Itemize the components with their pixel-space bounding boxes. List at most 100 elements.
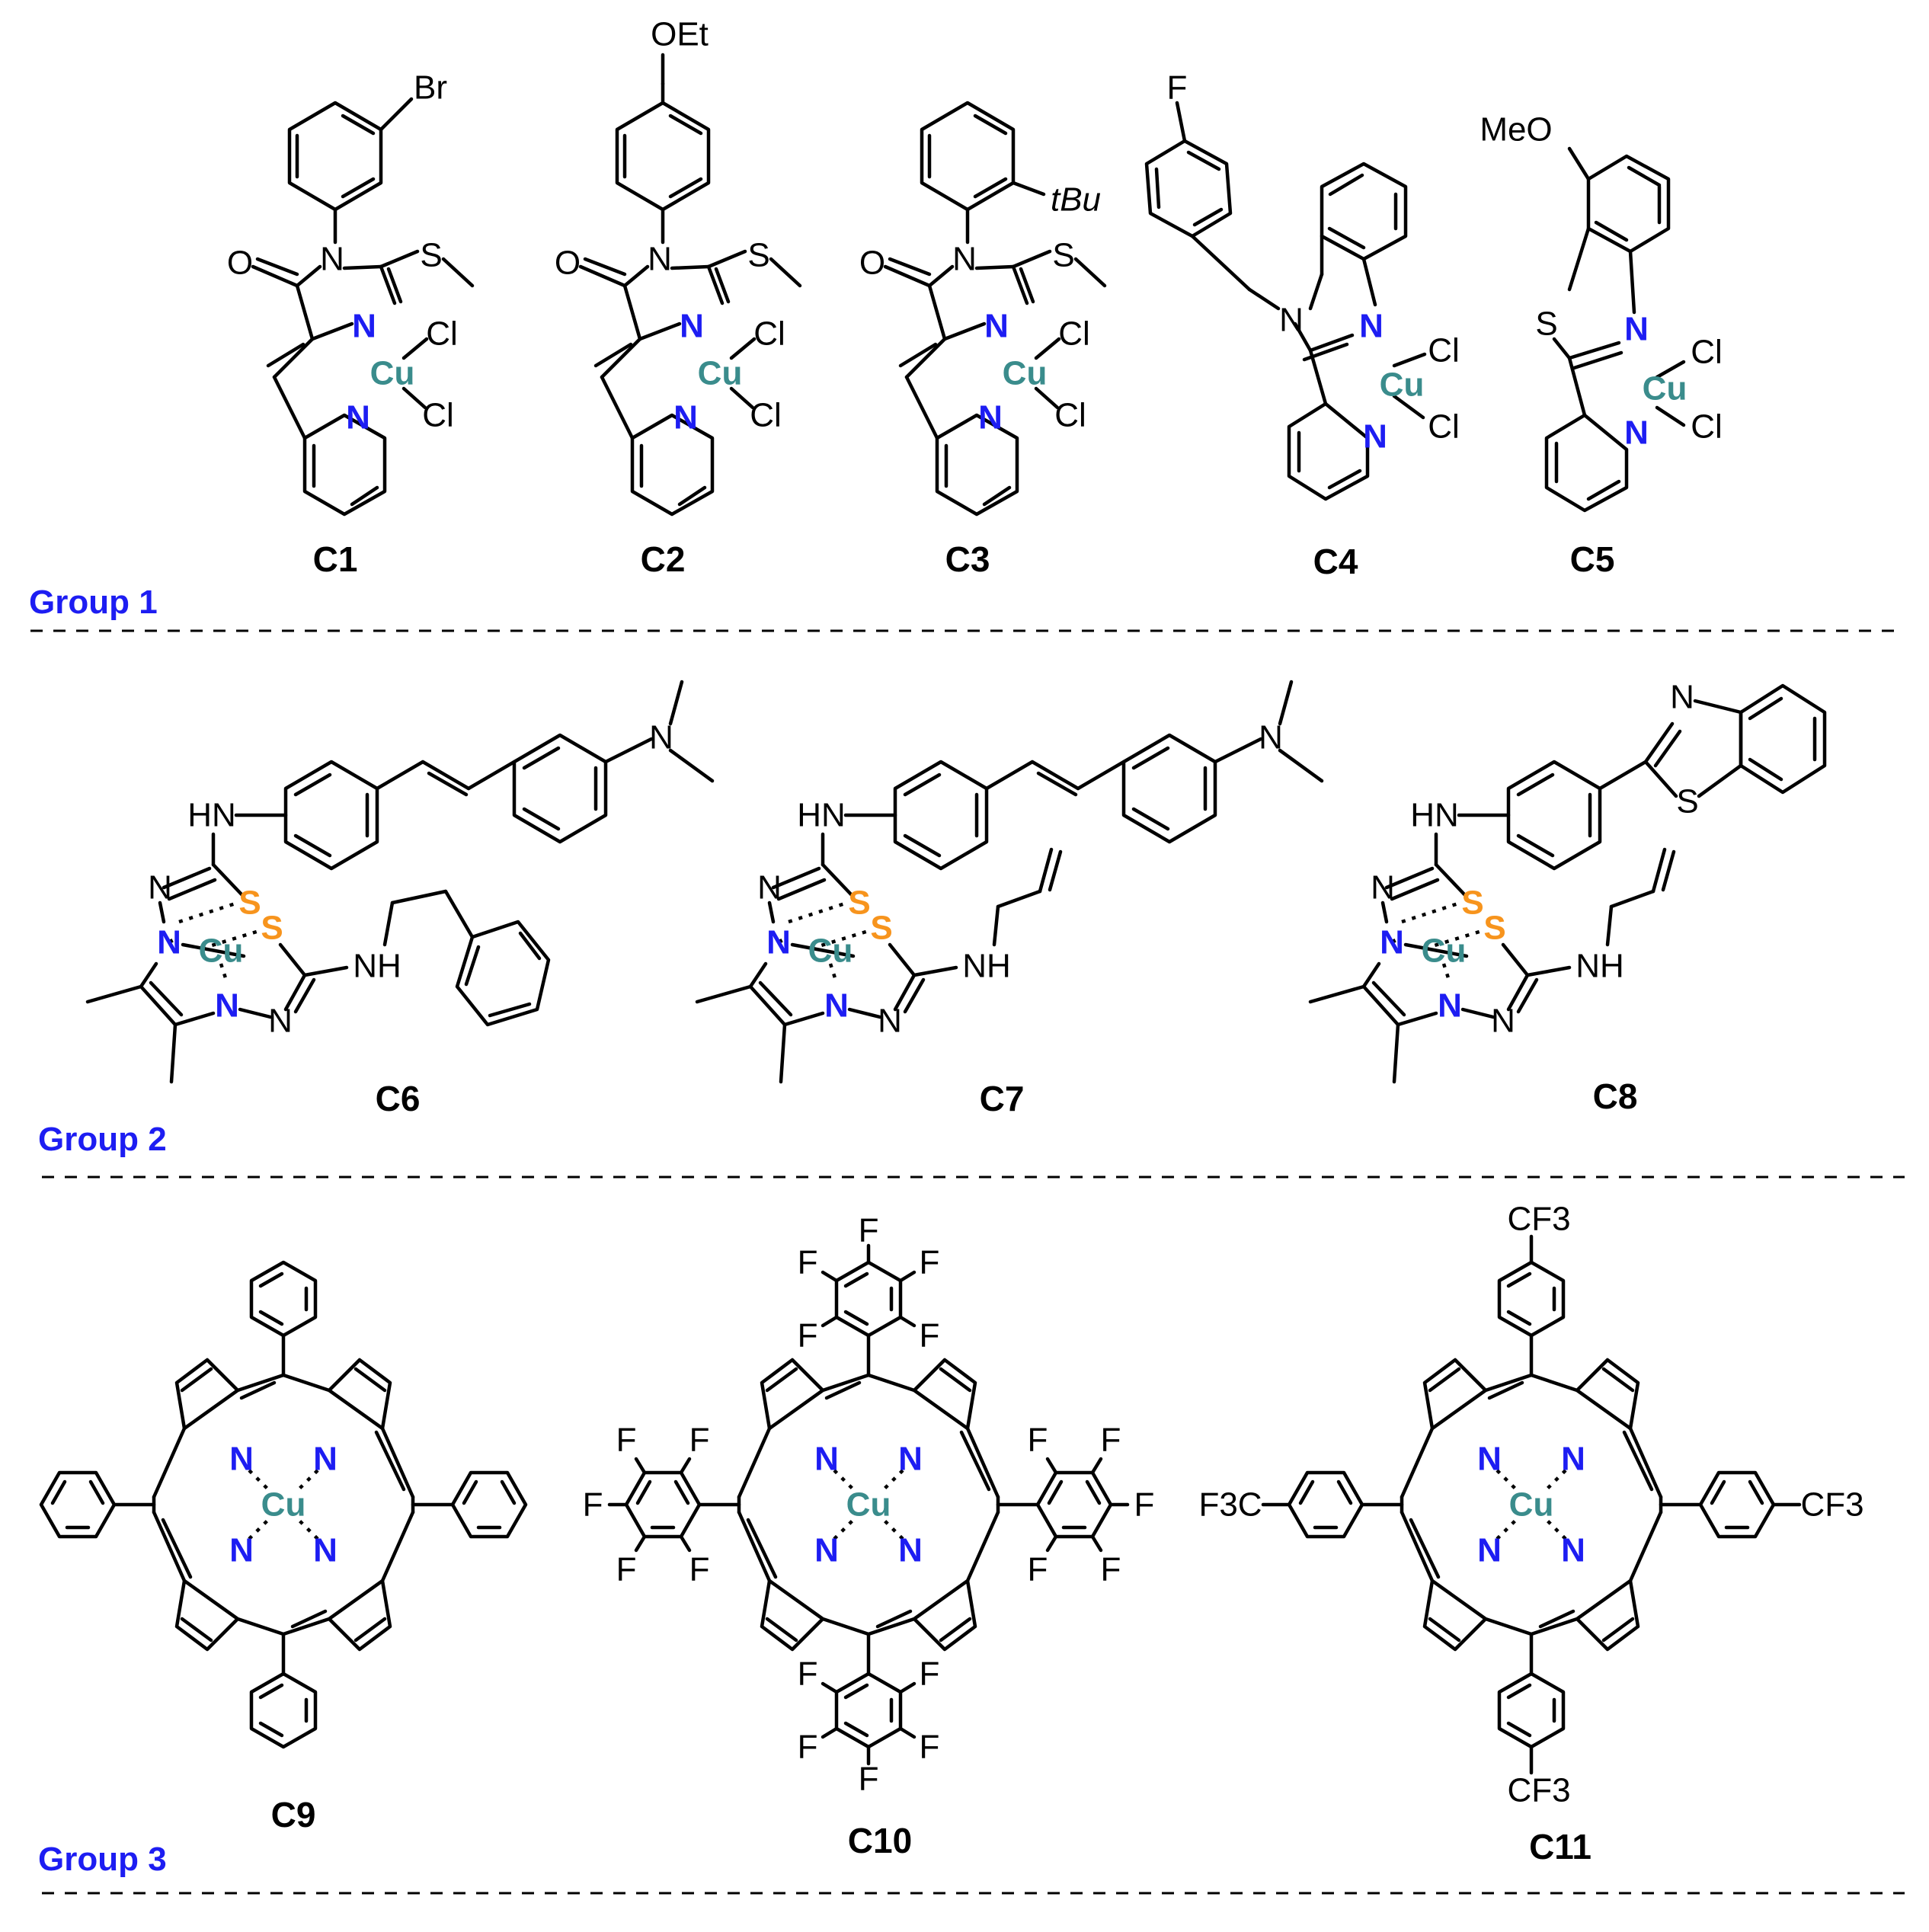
imine-nitrogen: N [757,869,782,907]
fluoro-substituent: F [798,1655,818,1693]
copper-center: Cu [808,932,853,970]
methoxy-substituent: MeO [1480,111,1552,149]
imine-nitrogen: N [1371,869,1395,907]
copper-center: Cu [370,355,415,392]
pyrrole-nitrogen: N [814,1532,839,1569]
compound-c10: F F F F F F F F F F F F F F F F F F F [583,1212,1155,1798]
thiolate-sulfur: S [261,910,283,947]
compound-label: C4 [1313,542,1358,581]
coordinating-nitrogen: N [352,308,376,345]
coordinating-nitrogen: N [680,308,704,345]
coordinating-nitrogen: N [824,987,849,1025]
trifluoromethyl-group: F3C [1198,1486,1262,1524]
copper-center: Cu [698,355,743,392]
fluoro-substituent: F [616,1422,637,1459]
fluoro-substituent: F [798,1317,818,1355]
pyridine-nitrogen: N [1624,414,1649,452]
fluoro-substituent: F [1167,69,1188,107]
thioether-sulfur: S [1052,237,1074,274]
chloride-ligand: Cl [753,315,785,353]
compound-c3: tBu O N S N Cu Cl Cl N C3 [859,101,1107,579]
carbonyl-oxygen: O [555,245,581,282]
fluoro-substituent: F [920,1244,940,1281]
copper-center: Cu [1509,1486,1554,1524]
amine-nh: HN [1410,797,1459,834]
copper-center: Cu [1003,355,1048,392]
compound-label: C9 [271,1795,316,1834]
fluoro-substituent: F [1134,1486,1155,1524]
pyridine-nitrogen: N [673,399,698,437]
trifluoromethyl-group: CF3 [1800,1486,1863,1524]
compound-c7: N HN N S S N Cu N N NH C7 [695,680,1324,1118]
fluoro-substituent: F [859,1761,879,1798]
imidazolone-nitrogen: N [320,241,344,278]
pyrrole-nitrogen: N [1561,1441,1585,1478]
copper-center: Cu [1422,932,1467,970]
compound-label: C6 [376,1079,421,1118]
thioether-sulfur: S [420,237,442,274]
compound-c4: F N N Cu Cl Cl N C4 [1144,69,1460,581]
compound-label: C1 [313,539,358,579]
coordinating-nitrogen: N [1438,987,1462,1025]
chloride-ligand: Cl [1058,315,1090,353]
pyrrole-nitrogen: N [313,1532,337,1569]
pyridine-nitrogen: N [1363,418,1387,456]
coordinating-nitrogen: N [1624,311,1649,348]
amine-nh: NH [1576,948,1624,985]
fluoro-substituent: F [1101,1422,1121,1459]
imine-nitrogen: N [148,869,172,907]
thiolate-sulfur: S [1483,910,1505,947]
compound-c6: N HN N S S N Cu N N NH C6 [85,680,715,1118]
thiolate-sulfur: S [870,910,892,947]
chloride-ligand: Cl [1691,334,1723,371]
pyrrole-nitrogen: N [1561,1532,1585,1569]
fluoro-substituent: F [616,1551,637,1588]
fluoro-substituent: F [1101,1551,1121,1588]
compound-c11: CF3 CF3 F3C CF3 N N N N Cu [1198,1201,1863,1809]
fluoro-substituent: F [798,1244,818,1281]
pyrrole-nitrogen: N [229,1532,254,1569]
coordinating-nitrogen: N [984,308,1009,345]
compound-c1: Br O N S N Cu Cl Cl N C1 [227,69,475,579]
compound-label: C7 [980,1079,1025,1118]
trifluoromethyl-group: CF3 [1507,1772,1570,1809]
amine-nh: NH [353,948,401,985]
fluoro-substituent: F [583,1486,603,1524]
copper-center: Cu [1643,370,1687,408]
compound-c5: MeO S N Cu Cl Cl N C5 [1480,111,1722,580]
coordinating-nitrogen: N [1359,308,1384,345]
compound-label: C10 [848,1821,912,1860]
pyrrole-nitrogen: N [229,1441,254,1478]
imine-nitrogen: N [878,1003,902,1040]
trifluoromethyl-group: CF3 [1507,1201,1570,1238]
imine-nitrogen: N [1491,1003,1515,1040]
chloride-ligand: Cl [1428,332,1460,369]
pyrrole-nitrogen: N [1477,1532,1502,1569]
pyrrole-nitrogen: N [898,1532,923,1569]
ethoxy-substituent: OEt [651,16,709,53]
fluoro-substituent: F [689,1422,710,1459]
group-label: Group 1 [29,584,158,621]
compound-c8: N S HN N S S N Cu N N NH C8 [1308,679,1827,1116]
thiolate-sulfur: S [238,884,261,922]
copper-center: Cu [846,1486,891,1524]
pyrrole-nitrogen: N [1477,1441,1502,1478]
chloride-ligand: Cl [1691,408,1723,446]
compound-label: C8 [1593,1076,1638,1116]
chloride-ligand: Cl [426,315,458,353]
bromo-substituent: Br [414,69,447,107]
fluoro-substituent: F [859,1212,879,1249]
fluoro-substituent: F [920,1317,940,1355]
thioether-sulfur: S [747,237,769,274]
fluoro-substituent: F [920,1655,940,1693]
imidazolone-nitrogen: N [648,241,672,278]
copper-center: Cu [261,1486,306,1524]
dimethylamino-nitrogen: N [1259,719,1283,756]
compound-label: C3 [945,539,990,579]
imine-nitrogen: N [268,1003,293,1040]
thiolate-sulfur: S [1461,884,1483,922]
pyridine-nitrogen: N [978,399,1003,437]
benzothiazole-sulfur: S [1676,783,1698,820]
chloride-ligand: Cl [750,397,782,434]
